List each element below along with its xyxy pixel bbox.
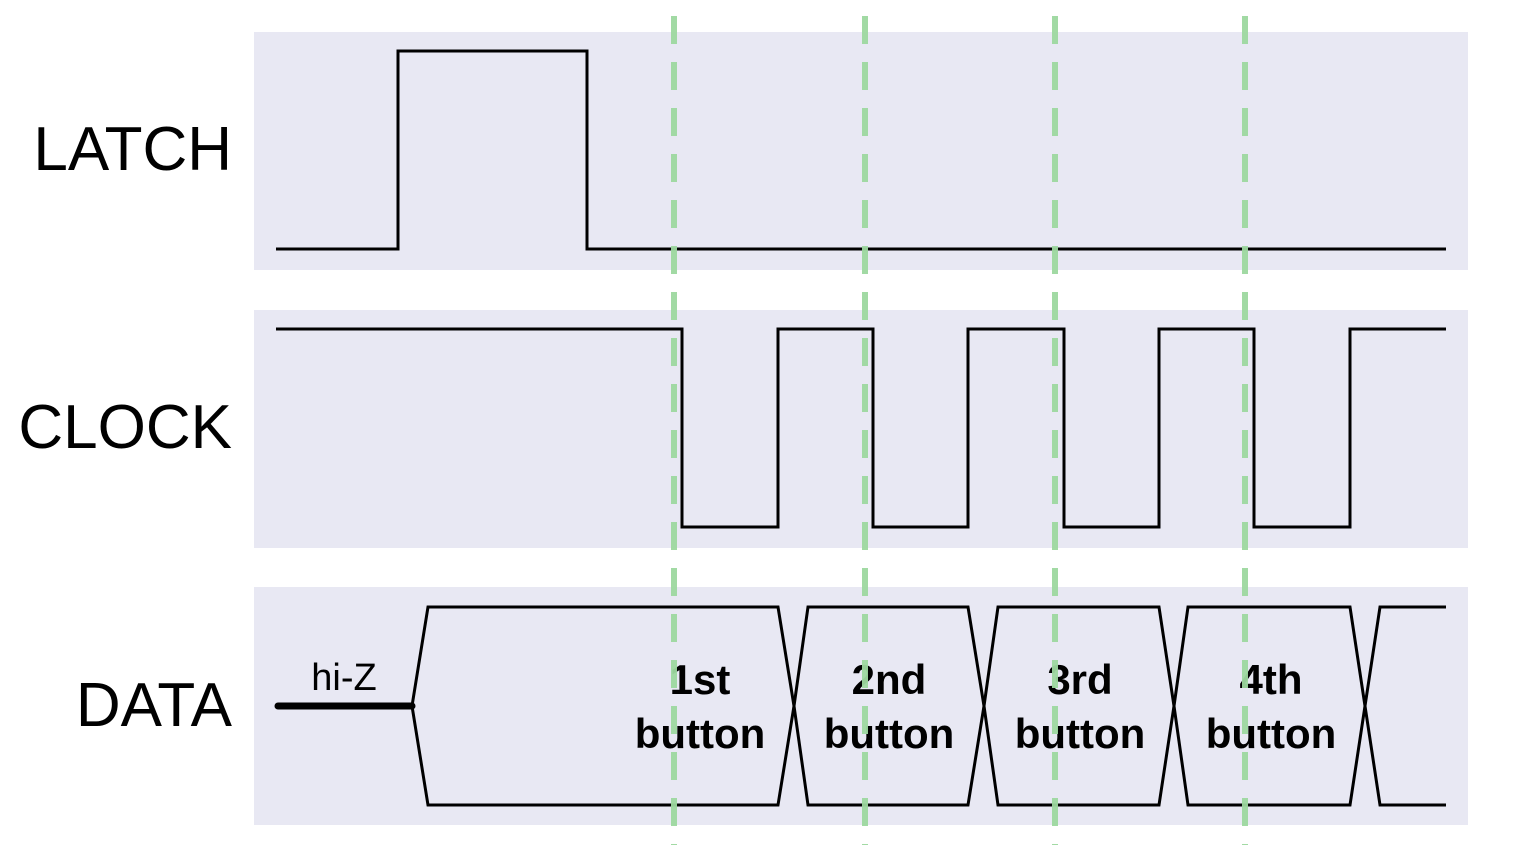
data-label: DATA bbox=[76, 671, 233, 740]
latch-lane bbox=[254, 32, 1468, 270]
segment-4-label-bottom: button bbox=[1206, 710, 1337, 757]
segment-3-label-bottom: button bbox=[1015, 710, 1146, 757]
clock-label: CLOCK bbox=[18, 393, 232, 462]
latch-waveform bbox=[276, 49, 1446, 251]
data-lane bbox=[254, 587, 1468, 825]
data-bus-segment-next bbox=[1363, 605, 1446, 807]
segment-1-label-top: 1st bbox=[670, 656, 731, 703]
segment-2-label-bottom: button bbox=[824, 710, 955, 757]
segment-4-label-top: 4th bbox=[1240, 656, 1303, 703]
clock-lane bbox=[254, 310, 1468, 548]
segment-3-label-top: 3rd bbox=[1047, 656, 1112, 703]
segment-1-label-bottom: button bbox=[635, 710, 766, 757]
latch-label: LATCH bbox=[33, 115, 232, 184]
hiz-label: hi-Z bbox=[311, 657, 376, 699]
clock-waveform bbox=[276, 327, 1446, 529]
